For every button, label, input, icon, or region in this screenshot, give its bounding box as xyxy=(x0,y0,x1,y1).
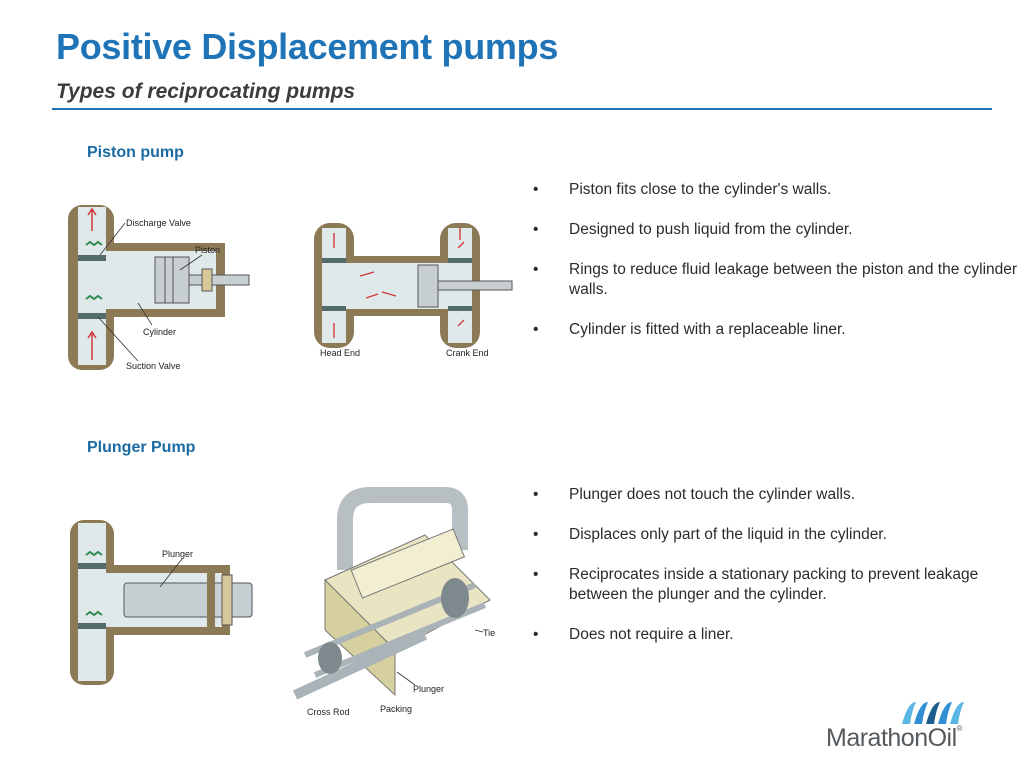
bullet-marker: • xyxy=(533,181,539,198)
label-packing: Packing xyxy=(380,704,412,714)
label-head-end: Head End xyxy=(320,348,360,358)
bullet-item: •Designed to push liquid from the cylind… xyxy=(533,221,853,238)
title-divider xyxy=(52,108,992,110)
plunger-pump-heading: Plunger Pump xyxy=(87,439,196,456)
bullet-item: •Rings to reduce fluid leakage between t… xyxy=(533,261,1018,298)
label-tie: Tie xyxy=(483,628,495,638)
piston-pump-heading: Piston pump xyxy=(87,144,184,161)
label-crank-end: Crank End xyxy=(446,348,489,358)
label-suction-valve: Suction Valve xyxy=(126,361,180,371)
bullet-marker: • xyxy=(533,626,539,643)
plunger-pump-cross-section-diagram: Plunger xyxy=(70,520,253,685)
slide-subtitle: Types of reciprocating pumps xyxy=(56,80,356,103)
bullet-marker: • xyxy=(533,221,539,238)
marathon-wave-logo-icon xyxy=(902,702,964,724)
label-piston: Piston xyxy=(195,245,220,255)
double-acting-piston-diagram: Head End Crank End xyxy=(314,223,513,358)
bullet-marker: • xyxy=(533,321,539,338)
piston-pump-cross-section-diagram: Discharge Valve Piston Cylinder Suction … xyxy=(68,205,250,371)
label-plunger-3d: Plunger xyxy=(413,684,444,694)
label-plunger: Plunger xyxy=(162,549,193,559)
label-cross-rod: Cross Rod xyxy=(307,707,350,717)
bullet-item: •Cylinder is fitted with a replaceable l… xyxy=(533,321,846,338)
label-cylinder: Cylinder xyxy=(143,327,176,337)
registered-mark: ® xyxy=(956,724,963,733)
bullet-item: •Plunger does not touch the cylinder wal… xyxy=(533,486,856,503)
bullet-marker: • xyxy=(533,566,539,583)
slide-title: Positive Displacement pumps xyxy=(56,26,559,67)
plunger-pump-bullets: •Plunger does not touch the cylinder wal… xyxy=(533,485,1023,665)
bullet-marker: • xyxy=(533,526,539,543)
bullet-item: •Piston fits close to the cylinder's wal… xyxy=(533,181,832,198)
bullet-marker: • xyxy=(533,486,539,503)
bullet-marker: • xyxy=(533,261,539,278)
piston-pump-bullets: •Piston fits close to the cylinder's wal… xyxy=(533,180,1023,360)
bullet-item: •Displaces only part of the liquid in th… xyxy=(533,526,887,543)
marathon-oil-logo-text: MarathonOil® xyxy=(826,724,963,752)
plunger-pump-3d-diagram: Tie Plunger Cross Rod Packing xyxy=(292,487,495,717)
bullet-item: •Reciprocates inside a stationary packin… xyxy=(533,566,979,603)
label-discharge-valve: Discharge Valve xyxy=(126,218,191,228)
bullet-item: •Does not require a liner. xyxy=(533,626,734,643)
